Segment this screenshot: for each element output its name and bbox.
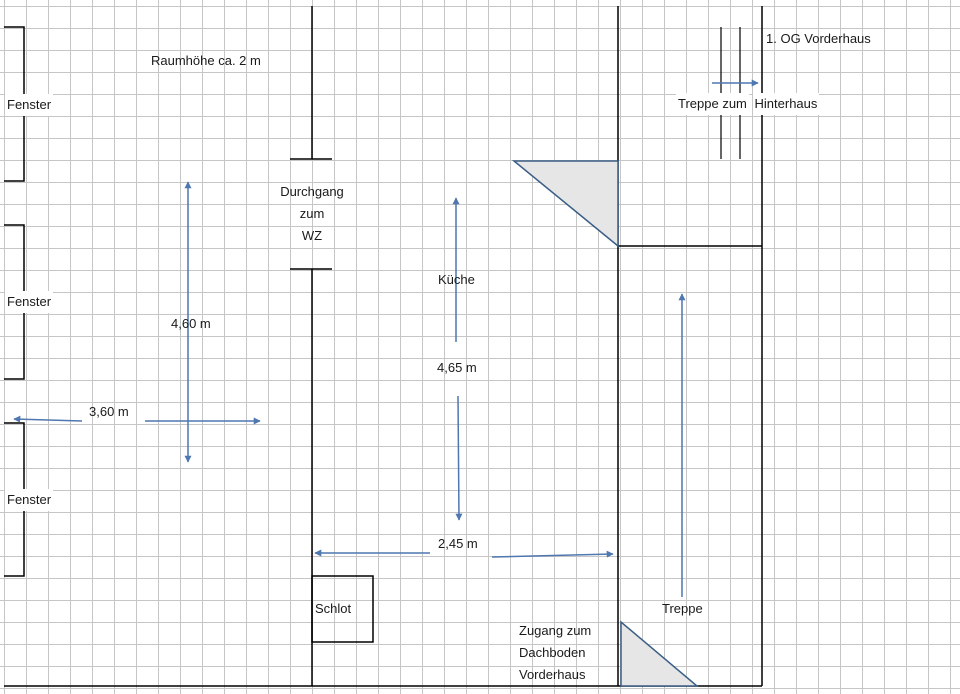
wall-kitchen-stairs — [617, 6, 763, 686]
passage-label: Durchgang zum WZ — [266, 181, 358, 247]
passage-label-line3: WZ — [301, 228, 323, 243]
slope-triangle-upper — [511, 160, 619, 248]
wall-living-kitchen — [290, 6, 332, 686]
window-label-2: Fenster — [5, 291, 54, 313]
stairs-label: Treppe — [662, 601, 703, 616]
arrow-kitchen-width-right — [491, 550, 614, 558]
kitchen-width-dimension: 2,45 m — [438, 536, 478, 551]
stairs-back-label: Treppe zum Hinterhaus — [676, 93, 820, 115]
passage-label-line1: Durchgang — [280, 184, 344, 199]
attic-access-line2: Dachboden — [519, 645, 586, 660]
attic-access-line3: Vorderhaus — [519, 667, 586, 682]
attic-access-label: Zugang zum Dachboden Vorderhaus — [519, 620, 591, 686]
window-label-3: Fenster — [5, 489, 54, 511]
arrow-kitchen-height-bottom — [455, 395, 463, 521]
kitchen-label: Küche — [438, 272, 475, 287]
stairs-back-label-line1: Treppe zum — [676, 93, 749, 115]
first-floor-label: 1. OG Vorderhaus — [766, 31, 871, 46]
passage-label-line2: zum — [299, 206, 325, 221]
dimension-arrows — [13, 79, 759, 597]
slope-triangle-lower — [620, 620, 700, 687]
stairs-back-label-line2: Hinterhaus — [752, 93, 820, 115]
kitchen-height-dimension: 4,65 m — [437, 360, 477, 375]
attic-access-line1: Zugang zum — [519, 623, 592, 638]
ceiling-height-label: Raumhöhe ca. 2 m — [151, 53, 261, 68]
room-width-dimension: 3,60 m — [89, 404, 129, 419]
chimney-label: Schlot — [315, 601, 352, 616]
arrow-room-width-left — [13, 415, 83, 423]
room-height-dimension: 4,60 m — [171, 316, 211, 331]
chimney-box — [311, 575, 374, 643]
window-label-1: Fenster — [5, 94, 54, 116]
